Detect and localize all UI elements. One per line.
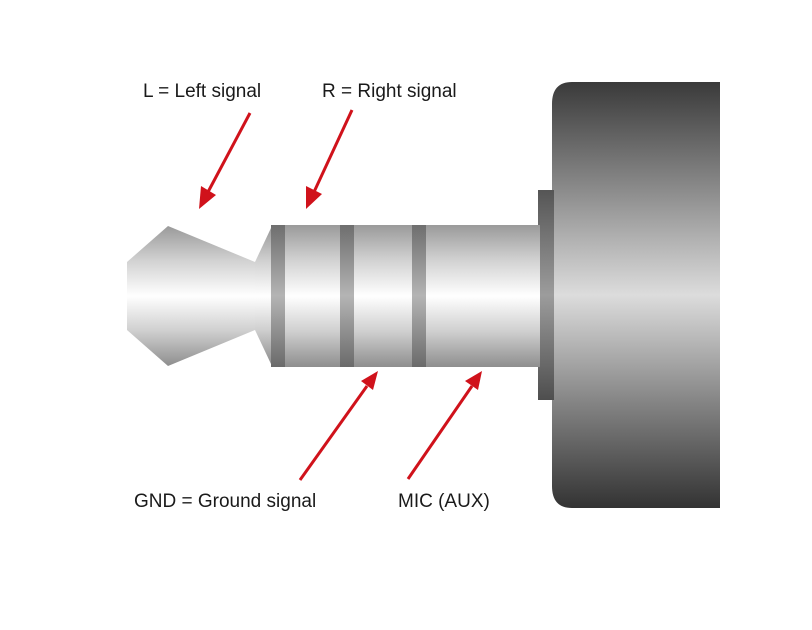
label-ground-signal: GND = Ground signal <box>134 491 316 512</box>
arrow-left-signal <box>199 112 252 209</box>
ring2-contact <box>354 225 412 367</box>
insulator-ring-0 <box>271 225 285 367</box>
plug-housing <box>552 82 720 508</box>
tip-contact <box>127 226 255 366</box>
insulator-ring-2 <box>412 225 426 367</box>
arrow-right-signal <box>306 109 354 209</box>
sleeve-contact <box>426 225 540 367</box>
insulator-ring-1 <box>340 225 354 367</box>
label-left-signal: L = Left signal <box>143 81 261 102</box>
plug-collar <box>538 190 554 400</box>
arrow-mic-aux <box>406 371 482 480</box>
tip-neck <box>255 228 271 364</box>
label-right-signal: R = Right signal <box>322 81 457 102</box>
label-mic-aux: MIC (AUX) <box>398 491 490 512</box>
arrow-ground-signal <box>298 371 378 481</box>
ring1-contact <box>285 225 340 367</box>
